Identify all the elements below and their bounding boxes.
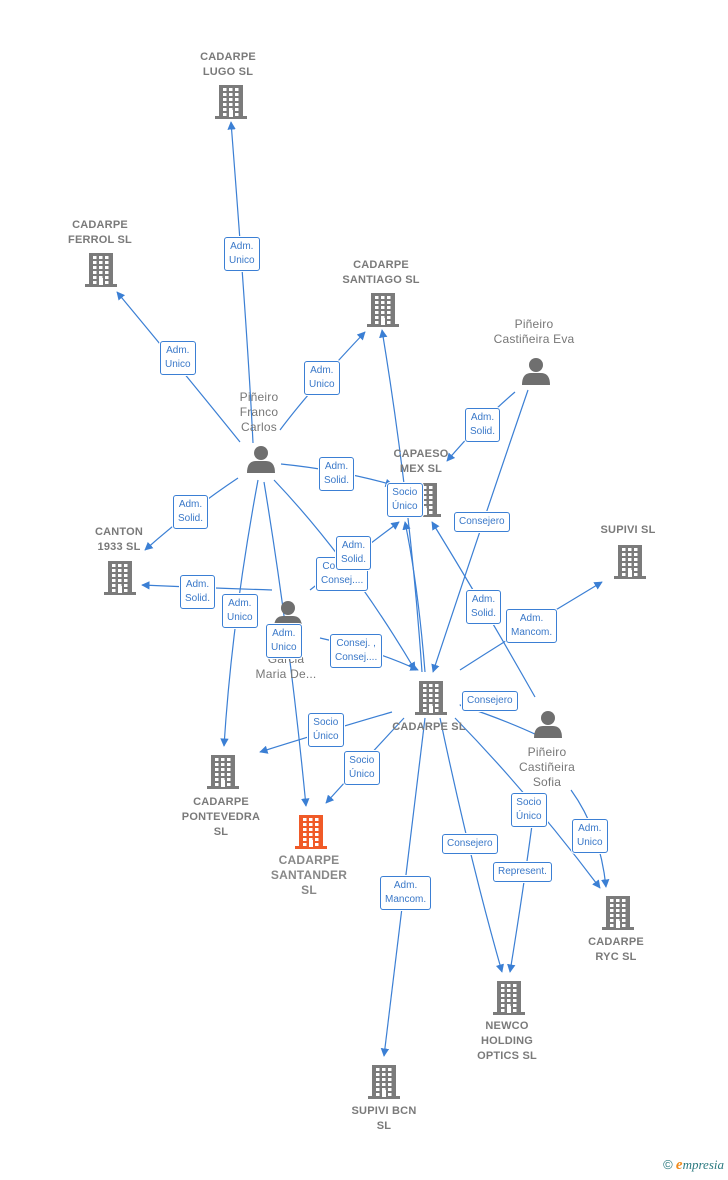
edge-label-garcia-maria-to-capaeso: Adm. Solid.: [336, 536, 372, 570]
cadarpe-ferrol-label[interactable]: CADARPE FERROL SL: [68, 219, 132, 246]
canton-label[interactable]: CANTON 1933 SL: [94, 526, 144, 553]
edge-label-pineiro-carlos-to-canton: Adm. Solid.: [173, 495, 209, 529]
edge-label-pineiro-sofia-to-cadarpe-sl: Consejero: [462, 691, 518, 711]
edge-label-pineiro-carlos-to-cadarpe-santander: Adm. Unico: [266, 624, 302, 658]
cadarpe-santander-label[interactable]: CADARPE SANTANDER SL: [270, 853, 348, 897]
supivi-bcn-label[interactable]: SUPIVI BCN SL: [351, 1105, 417, 1132]
edge-label-cadarpe-sl-to-cadarpe-pontevedra: Socio Único: [308, 713, 344, 747]
edge-cadarpe-sl-to-capaeso: [402, 521, 426, 673]
edge-label-garcia-maria-to-cadarpe-sl: Consej. , Consej....: [330, 634, 383, 668]
cadarpe-santander-building-icon[interactable]: [295, 815, 327, 849]
cadarpe-ryc-label[interactable]: CADARPE RYC SL: [588, 936, 644, 963]
edge-label-pineiro-carlos-to-cadarpe-pontevedra: Adm. Unico: [222, 594, 258, 628]
edge-label-pineiro-sofia-to-cadarpe-ryc: Adm. Unico: [572, 819, 608, 853]
edge-label-cadarpe-sl-to-cadarpe-ryc: Socio Único: [511, 793, 547, 827]
newco-building-icon[interactable]: [493, 981, 525, 1015]
pineiro-carlos-person-icon[interactable]: [247, 446, 275, 473]
cadarpe-santiago-building-icon[interactable]: [367, 293, 399, 327]
supivi-building-icon[interactable]: [614, 545, 646, 579]
edge-label-pineiro-carlos-to-cadarpe-lugo: Adm. Unico: [224, 237, 260, 271]
pineiro-carlos-label[interactable]: Piñeiro Franco Carlos: [239, 390, 279, 434]
edge-label-cadarpe-sl-to-supivi-bcn: Adm. Mancom.: [380, 876, 432, 910]
edge-label-pineiro-sofia-to-capaeso: Adm. Solid.: [466, 590, 502, 624]
cadarpe-ryc-building-icon[interactable]: [602, 896, 634, 930]
pineiro-eva-person-icon[interactable]: [522, 358, 550, 385]
supivi-bcn-building-icon[interactable]: [368, 1065, 400, 1099]
edge-label-cadarpe-sl-to-capaeso: Socio Único: [387, 483, 423, 517]
edge-label-cadarpe-sl-to-newco: Consejero: [442, 834, 498, 854]
edge-label-pineiro-carlos-to-cadarpe-santiago: Adm. Unico: [304, 361, 340, 395]
capaeso-label[interactable]: CAPAESO MEX SL: [393, 448, 449, 475]
canton-building-icon[interactable]: [104, 561, 136, 595]
pineiro-eva-label[interactable]: Piñeiro Castiñeira Eva: [493, 317, 575, 346]
cadarpe-pontevedra-label[interactable]: CADARPE PONTEVEDRA SL: [181, 796, 261, 838]
cadarpe-santiago-label[interactable]: CADARPE SANTIAGO SL: [342, 259, 420, 286]
edge-label-pineiro-eva-to-cadarpe-sl: Consejero: [454, 512, 510, 532]
brand-footer: © empresia: [663, 1157, 724, 1174]
cadarpe-pontevedra-building-icon[interactable]: [207, 755, 239, 789]
cadarpe-lugo-label[interactable]: CADARPE LUGO SL: [200, 51, 256, 78]
newco-label[interactable]: NEWCO HOLDING OPTICS SL: [477, 1020, 537, 1062]
cadarpe-sl-building-icon[interactable]: [415, 681, 447, 715]
cadarpe-ferrol-building-icon[interactable]: [85, 253, 117, 287]
edge-pineiro-carlos-to-cadarpe-lugo: [227, 121, 254, 444]
cadarpe-sl-label[interactable]: CADARPE SL: [392, 721, 466, 733]
supivi-label[interactable]: SUPIVI SL: [600, 524, 656, 536]
brand-initial: e: [675, 1157, 683, 1173]
brand-name: mpresia: [682, 1157, 724, 1172]
edge-label-cadarpe-sl-to-supivi: Adm. Mancom.: [506, 609, 558, 643]
pineiro-sofia-label[interactable]: Piñeiro Castiñeira Sofia: [518, 745, 576, 789]
edge-label-pineiro-carlos-to-cadarpe-ferrol: Adm. Unico: [160, 341, 196, 375]
edge-label-pineiro-eva-to-capaeso: Adm. Solid.: [465, 408, 501, 442]
edge-label-pineiro-sofia-to-newco: Represent.: [493, 862, 552, 882]
cadarpe-lugo-building-icon[interactable]: [215, 85, 247, 119]
pineiro-sofia-person-icon[interactable]: [534, 711, 562, 738]
edge-label-pineiro-carlos-to-capaeso: Adm. Solid.: [319, 457, 355, 491]
copyright-symbol: ©: [663, 1157, 673, 1172]
edge-label-garcia-maria-to-canton: Adm. Solid.: [180, 575, 216, 609]
edge-label-cadarpe-sl-to-cadarpe-santander: Socio Único: [344, 751, 380, 785]
